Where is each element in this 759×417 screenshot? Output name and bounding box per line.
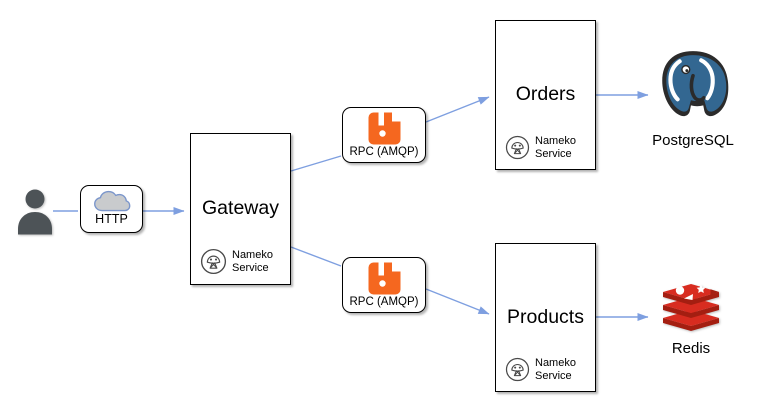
postgresql-node: PostgreSQL bbox=[645, 48, 741, 149]
nameko-icon bbox=[505, 135, 530, 160]
connector-rpc-to-orders bbox=[425, 96, 490, 123]
rpc-amqp-bottom-label: RPC (AMQP) bbox=[349, 296, 419, 308]
connector-rpc-to-products bbox=[425, 288, 490, 315]
redis-node: Redis bbox=[650, 284, 732, 357]
gateway-nameko-row: Nameko Service bbox=[200, 248, 282, 275]
postgresql-label: PostgreSQL bbox=[652, 132, 734, 149]
products-service-label: Nameko Service bbox=[535, 357, 576, 382]
nameko-icon bbox=[505, 357, 530, 382]
http-label: HTTP bbox=[95, 212, 128, 226]
rabbitmq-icon bbox=[368, 262, 401, 295]
orders-nameko-row: Nameko Service bbox=[505, 135, 585, 160]
connector-gateway-to-rpc-top bbox=[290, 155, 342, 172]
cloud-icon bbox=[93, 190, 130, 212]
postgresql-elephant-icon bbox=[662, 51, 729, 117]
gateway-node: Gateway Nameko Service bbox=[190, 133, 291, 285]
rpc-amqp-top-label: RPC (AMQP) bbox=[349, 146, 419, 158]
rpc-amqp-bottom-node: RPC (AMQP) bbox=[342, 257, 426, 313]
connector-gateway-to-rpc-bottom bbox=[290, 246, 342, 267]
products-node: Products Nameko Service bbox=[495, 243, 596, 392]
redis-label: Redis bbox=[671, 340, 711, 357]
orders-title: Orders bbox=[515, 83, 576, 106]
gateway-service-label: Nameko Service bbox=[232, 249, 273, 274]
person-icon bbox=[18, 189, 52, 235]
redis-icon bbox=[663, 284, 719, 331]
nameko-icon bbox=[200, 248, 227, 275]
gateway-title: Gateway bbox=[202, 197, 279, 220]
rpc-amqp-top-node: RPC (AMQP) bbox=[342, 107, 426, 163]
user-node bbox=[14, 188, 56, 240]
products-title: Products bbox=[507, 305, 584, 328]
rabbitmq-icon bbox=[368, 112, 401, 145]
products-nameko-row: Nameko Service bbox=[505, 357, 585, 382]
orders-service-label: Nameko Service bbox=[535, 135, 576, 160]
orders-node: Orders Nameko Service bbox=[495, 20, 596, 170]
http-node: HTTP bbox=[80, 185, 143, 233]
